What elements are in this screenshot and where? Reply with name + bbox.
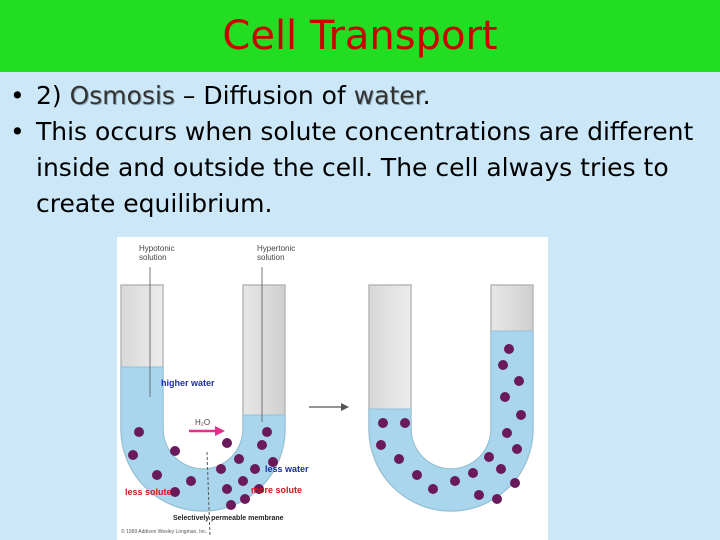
membrane-label: Selectively permeable membrane [173, 515, 284, 522]
term-osmosis: Osmosis [69, 81, 175, 110]
hypotonic-label-line2: solution [139, 253, 167, 262]
right-solute-particles [376, 344, 526, 504]
bullet-prefix: 2) [36, 81, 70, 110]
bullet-list: 2) Osmosis – Diffusion of water. This oc… [10, 78, 710, 222]
osmosis-diagram-svg: Hypotonic solution Hypertonic solution h… [120, 244, 534, 538]
copyright-text: © 1999 Addison Wesley Longman, Inc. [121, 528, 207, 535]
h2o-arrowhead [215, 426, 225, 436]
bullet-osmosis: 2) Osmosis – Diffusion of water. [10, 78, 710, 114]
left-u-tube: Hypotonic solution Hypertonic solution h… [120, 244, 309, 538]
osmosis-figure: Hypotonic solution Hypertonic solution h… [117, 237, 548, 540]
slide-title: Cell Transport [222, 13, 498, 59]
hypotonic-label-line1: Hypotonic [139, 244, 175, 253]
right-tube-water [368, 330, 534, 512]
transition-arrow [309, 403, 349, 411]
bullet-concentration: This occurs when solute concentrations a… [10, 114, 710, 222]
bullet-middle: – Diffusion of [174, 81, 354, 110]
less-water-label: less water [265, 464, 309, 474]
more-solute-label: more solute [251, 485, 302, 495]
h2o-label: H₂O [195, 418, 210, 427]
selectively-permeable-membrane [206, 451, 211, 538]
higher-water-label: higher water [161, 378, 215, 388]
right-u-tube [368, 284, 534, 512]
title-bar [0, 0, 720, 72]
hypertonic-label-line2: solution [257, 253, 285, 262]
bullet-suffix: . [422, 81, 431, 110]
left-tube-water [120, 366, 286, 512]
hypertonic-label-line1: Hypertonic [257, 244, 295, 253]
left-solute-particles [128, 427, 278, 510]
term-water: water [353, 81, 423, 110]
less-solute-label: less solute [125, 487, 172, 497]
